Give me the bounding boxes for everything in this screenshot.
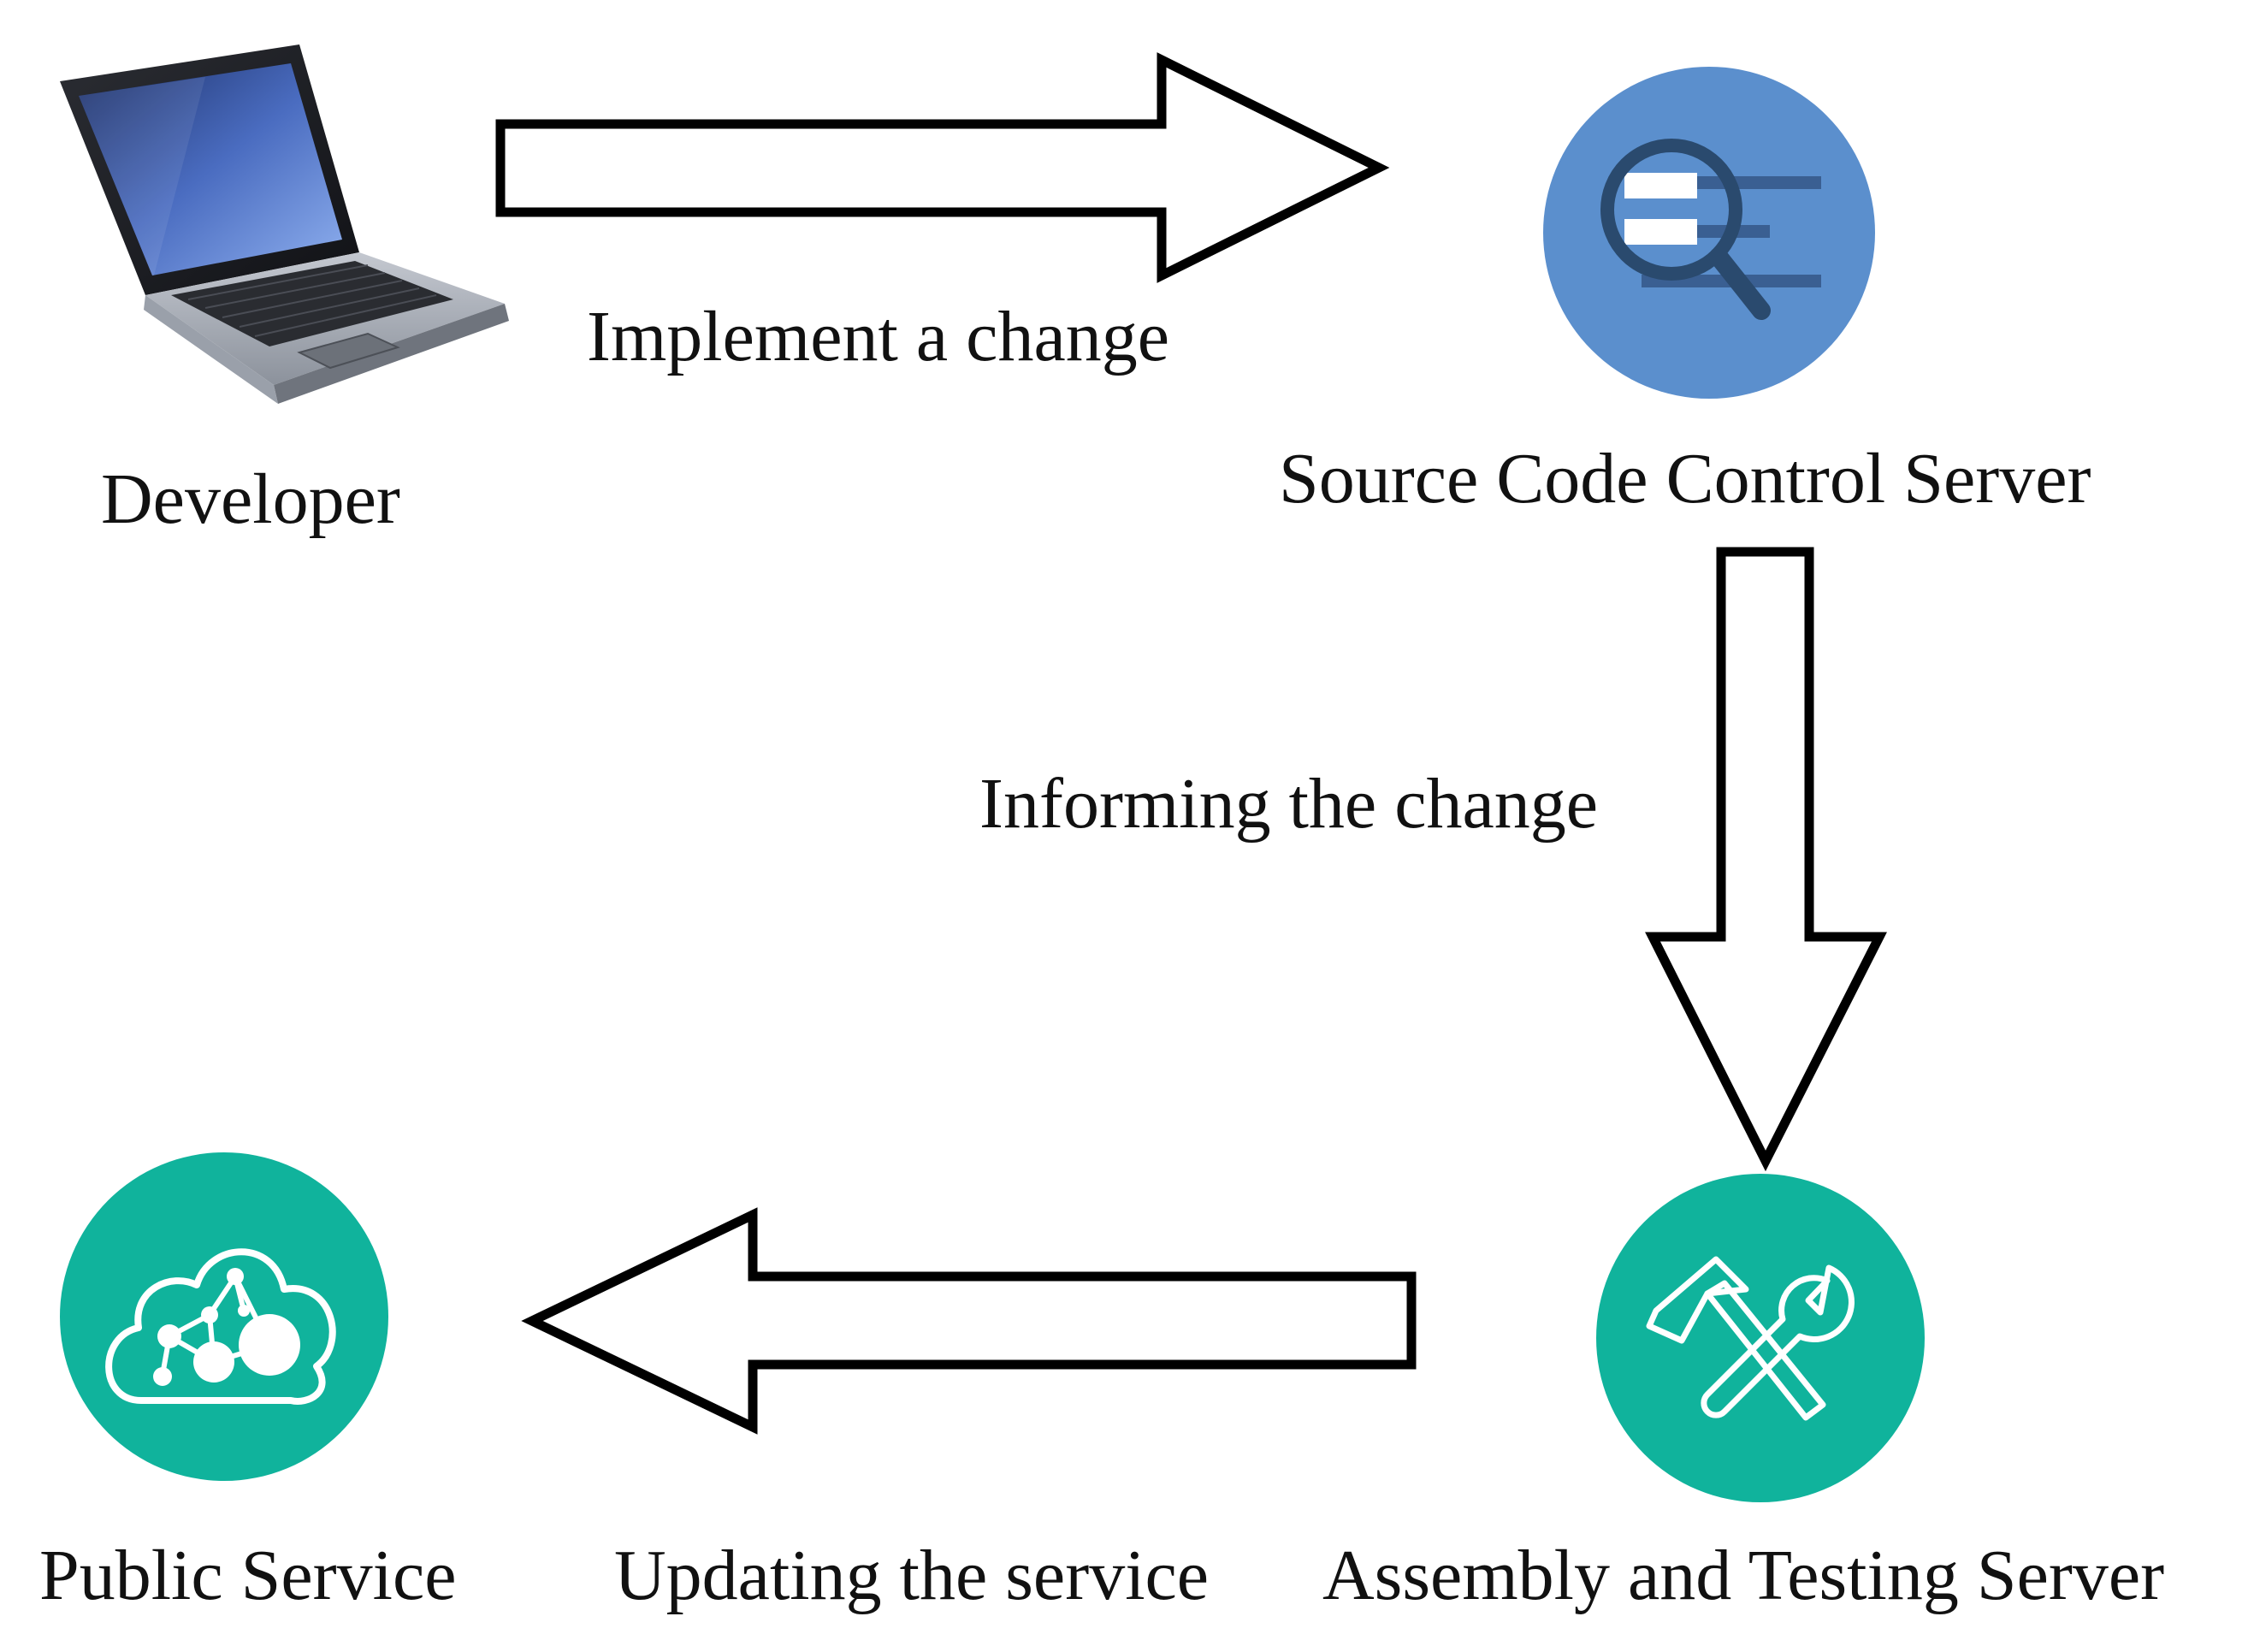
developer-label: Developer	[101, 459, 400, 539]
search-list-icon	[1543, 67, 1875, 399]
cloud-network-icon	[60, 1152, 389, 1482]
arrow-update	[521, 1207, 1417, 1435]
assembly-server-label: Assembly and Testing Server	[1322, 1536, 2165, 1615]
updating-service-label: Updating the service	[614, 1536, 1210, 1615]
tools-icon	[1596, 1174, 1926, 1503]
public-service-label: Public Service	[39, 1536, 457, 1615]
informing-change-label: Informing the change	[979, 764, 1599, 844]
laptop-icon	[51, 34, 513, 411]
source-server-label: Source Code Control Server	[1279, 439, 2091, 518]
arrow-implement	[495, 52, 1390, 283]
arrow-inform	[1645, 547, 1887, 1172]
implement-change-label: Implement a change	[587, 297, 1170, 376]
